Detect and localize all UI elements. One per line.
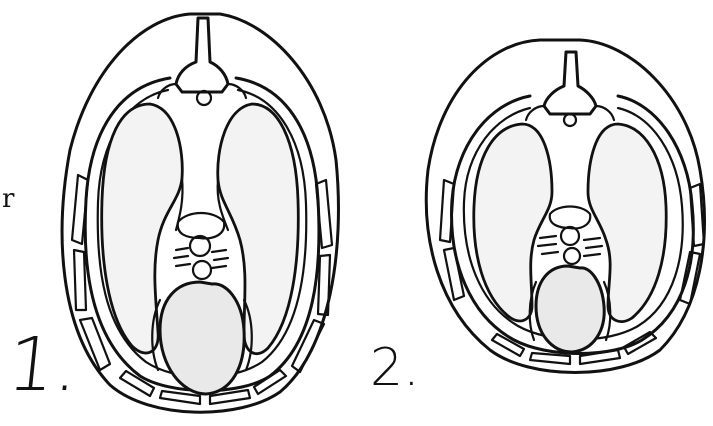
panel-label-2: 2. — [370, 338, 420, 398]
heart-2 — [536, 266, 604, 352]
margin-text: r — [2, 184, 14, 214]
panel-label-1: 1. — [3, 322, 83, 408]
heart-1 — [160, 282, 244, 394]
vertebra-2 — [526, 52, 614, 126]
section-2 — [426, 40, 704, 373]
vertebra-1 — [158, 18, 246, 105]
great-vessels-1 — [174, 213, 228, 279]
great-vessels-2 — [538, 207, 602, 265]
section-1 — [62, 14, 338, 412]
